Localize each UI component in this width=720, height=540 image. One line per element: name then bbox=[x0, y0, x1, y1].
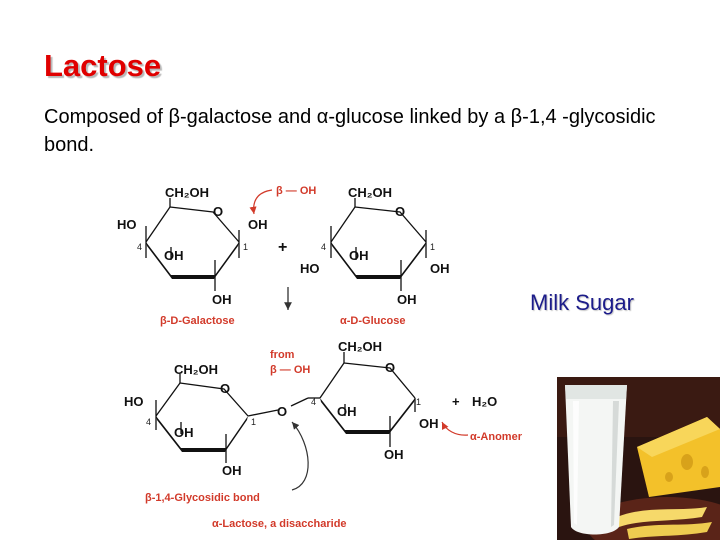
alpha-glucose-ring: CH₂OH O HO OH OH OH 4 1 bbox=[300, 185, 450, 307]
plus-water-sign: + bbox=[452, 394, 460, 409]
lactose-glucose-ring: CH₂OH O OH OH OH 4 1 bbox=[308, 339, 439, 462]
lac-glc-c1-number: 1 bbox=[416, 397, 421, 407]
milk-cheese-illustration bbox=[557, 377, 720, 540]
alpha-glucose-caption: α-D-Glucose bbox=[340, 315, 405, 327]
alpha-anomer-caption: α-Anomer bbox=[470, 431, 523, 443]
glc-c4-number: 4 bbox=[321, 242, 326, 252]
lactose-galactose-ring: CH₂OH O HO OH OH 4 1 bbox=[124, 362, 279, 478]
glc-c2-oh-label: OH bbox=[397, 292, 417, 307]
lac-gal-c4-ho-label: HO bbox=[124, 394, 144, 409]
glc-c1-oh-label: OH bbox=[430, 261, 450, 276]
glycosidic-bond-caption: β-1,4-Glycosidic bond bbox=[145, 492, 260, 504]
lac-glc-c2-oh-label: OH bbox=[384, 447, 404, 462]
glc-c4-ho-label: HO bbox=[300, 261, 320, 276]
water-label: H₂O bbox=[472, 394, 497, 409]
beta-oh-arrow bbox=[249, 189, 273, 215]
gal-ch2oh-label: CH₂OH bbox=[165, 185, 209, 200]
glycosidic-bond-arrow bbox=[291, 421, 309, 491]
lac-gal-c3-oh-label: OH bbox=[174, 425, 194, 440]
alpha-anomer-arrow bbox=[441, 421, 469, 436]
gal-c2-oh-label: OH bbox=[212, 292, 232, 307]
alpha-lactose-caption: α-Lactose, a disaccharide bbox=[212, 518, 347, 530]
gal-c1-oh-label: OH bbox=[248, 217, 268, 232]
from-annotation: from bbox=[270, 349, 295, 361]
lac-glc-c1-oh-label: OH bbox=[419, 416, 439, 431]
glc-ch2oh-label: CH₂OH bbox=[348, 185, 392, 200]
glc-c3-oh-label: OH bbox=[349, 248, 369, 263]
lac-glc-c4-number: 4 bbox=[311, 397, 316, 407]
glc-c1-number: 1 bbox=[430, 242, 435, 252]
milk-sugar-label: Milk Sugar bbox=[530, 290, 634, 315]
beta-galactose-ring: CH₂OH O HO OH OH OH 4 1 bbox=[117, 185, 268, 307]
glycosidic-bond-line bbox=[290, 397, 309, 407]
lac-glc-ch2oh-label: CH₂OH bbox=[338, 339, 382, 354]
gal-c4-ho-label: HO bbox=[117, 217, 137, 232]
lac-gal-c2-oh-label: OH bbox=[222, 463, 242, 478]
glc-ring-oxygen: O bbox=[395, 204, 405, 219]
lac-glc-ring-oxygen: O bbox=[385, 360, 395, 375]
lac-gal-ring-oxygen: O bbox=[220, 381, 230, 396]
from-beta-oh-annotation: β — OH bbox=[270, 364, 310, 376]
beta-oh-annotation: β — OH bbox=[276, 185, 316, 197]
lac-gal-c1-number: 1 bbox=[251, 417, 256, 427]
slide-subtitle: Composed of β-galactose and α-glucose li… bbox=[44, 106, 656, 156]
lac-gal-ch2oh-label: CH₂OH bbox=[174, 362, 218, 377]
gal-c3-oh-label: OH bbox=[164, 248, 184, 263]
slide-title: Lactose bbox=[44, 48, 162, 83]
gal-c4-number: 4 bbox=[137, 242, 142, 252]
gal-c1-number: 1 bbox=[243, 242, 248, 252]
glycosidic-oxygen: O bbox=[277, 404, 287, 419]
plus-sign: + bbox=[278, 239, 287, 256]
lac-gal-c4-number: 4 bbox=[146, 417, 151, 427]
beta-galactose-caption: β-D-Galactose bbox=[160, 315, 235, 327]
lac-glc-c3-oh-label: OH bbox=[337, 404, 357, 419]
gal-ring-oxygen: O bbox=[213, 204, 223, 219]
milk-glass-and-cheese-photo bbox=[557, 377, 720, 540]
